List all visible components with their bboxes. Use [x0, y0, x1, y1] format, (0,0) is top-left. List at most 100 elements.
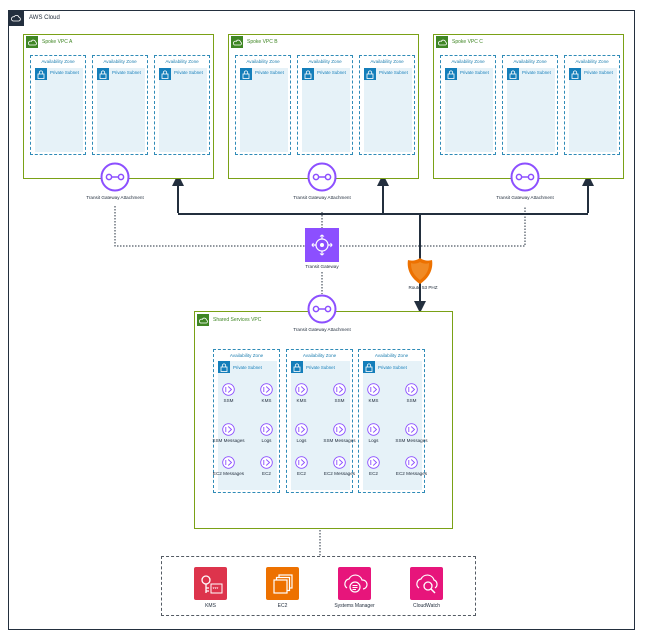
private-subnet-label: Private Subnet: [460, 70, 489, 75]
tgw-attachment-icon: [307, 162, 337, 192]
vpc-endpoint-label: SSM: [334, 398, 345, 403]
private-subnet-label: Private Subnet: [584, 70, 613, 75]
private-subnet-label: Private Subnet: [378, 365, 407, 370]
vpc-icon: [231, 36, 243, 48]
private-subnet-label: Private Subnet: [50, 70, 79, 75]
vpc-endpoint-label: EC2 Messages: [323, 471, 356, 476]
private-subnet-label: Private Subnet: [522, 70, 551, 75]
lock-icon: [97, 68, 109, 80]
availability-zone-label: Availability Zone: [513, 59, 547, 64]
vpc-endpoint-icon: [222, 383, 235, 396]
spoke-vpc-header: Spoke VPC A: [26, 36, 72, 48]
cloudwatch-icon: [410, 567, 443, 600]
spoke-vpc-title: Spoke VPC C: [452, 39, 483, 45]
availability-zone-label: Availability Zone: [229, 353, 264, 358]
lock-icon: [240, 68, 252, 80]
vpc-endpoint-icon: [333, 456, 346, 469]
vpc-endpoint-label: SSM Messages: [212, 438, 245, 443]
vpc-endpoint-icon: [295, 456, 308, 469]
route53-icon: [405, 256, 435, 286]
svg-text:***: ***: [212, 587, 218, 593]
vpc-endpoint-icon: [260, 456, 273, 469]
vpc-endpoint-label: KMS: [296, 398, 307, 403]
availability-zone-label: Availability Zone: [41, 59, 75, 64]
lock-icon: [35, 68, 47, 80]
private-subnet-label: Private Subnet: [174, 70, 203, 75]
aws-services-group: [161, 556, 476, 616]
private-subnet: Private Subnet: [159, 68, 207, 152]
vpc-endpoint-label: KMS: [368, 398, 379, 403]
tgw-attachment-icon: [307, 294, 337, 324]
vpc-endpoint-icon: [333, 383, 346, 396]
vpc-endpoint-icon: [295, 423, 308, 436]
vpc-endpoint-icon: [222, 456, 235, 469]
transit-gateway-label: Transit Gateway: [305, 264, 339, 269]
vpc-endpoint-label: EC2 Messages: [212, 471, 245, 476]
vpc-endpoint-label: SSM: [223, 398, 234, 403]
private-subnet: Private Subnet: [569, 68, 617, 152]
spoke-vpc-header: Spoke VPC B: [231, 36, 278, 48]
availability-zone-label: Availability Zone: [370, 59, 404, 64]
vpc-icon: [197, 314, 209, 326]
vpc-icon: [436, 36, 448, 48]
tgw-attachment-label: Transit Gateway Attachment: [293, 195, 351, 200]
vpc-endpoint-label: EC2: [262, 471, 271, 476]
shared-vpc-title: Shared Services VPC: [213, 317, 262, 323]
private-subnet-label: Private Subnet: [233, 365, 262, 370]
lock-icon: [364, 68, 376, 80]
availability-zone-label: Availability Zone: [103, 59, 137, 64]
availability-zone-label: Availability Zone: [575, 59, 609, 64]
spoke-vpc-header: Spoke VPC C: [436, 36, 483, 48]
private-subnet: Private Subnet: [240, 68, 288, 152]
aws-cloud-title: AWS Cloud: [29, 15, 60, 21]
vpc-endpoint-label: SSM: [406, 398, 417, 403]
vpc-endpoint-label: EC2: [369, 471, 378, 476]
vpc-endpoint-label: SSM Messages: [395, 438, 428, 443]
systems-manager-icon: [338, 567, 371, 600]
shared-vpc-header: Shared Services VPC: [197, 314, 261, 326]
vpc-endpoint-icon: [367, 383, 380, 396]
private-subnet: Private Subnet: [35, 68, 83, 152]
availability-zone-label: Availability Zone: [165, 59, 199, 64]
lock-icon: [445, 68, 457, 80]
transit-gateway-icon: [305, 228, 339, 262]
vpc-icon: [26, 36, 38, 48]
vpc-endpoint-label: Logs: [368, 438, 379, 443]
service-label: Systems Manager: [334, 603, 375, 609]
route53-label: Route 53 PHZ: [408, 285, 438, 290]
lock-icon: [507, 68, 519, 80]
spoke-vpc-title: Spoke VPC A: [42, 39, 73, 45]
availability-zone-label: Availability Zone: [374, 353, 409, 358]
private-subnet: Private Subnet: [507, 68, 555, 152]
private-subnet: Private Subnet: [445, 68, 493, 152]
tgw-attachment-icon: [100, 162, 130, 192]
private-subnet: Private Subnet: [97, 68, 145, 152]
ec2-icon: [266, 567, 299, 600]
private-subnet: Private Subnet: [302, 68, 350, 152]
availability-zone-label: Availability Zone: [451, 59, 485, 64]
lock-icon: [569, 68, 581, 80]
lock-icon: [363, 361, 375, 373]
service-label: KMS: [205, 603, 216, 609]
vpc-endpoint-label: EC2 Messages: [395, 471, 428, 476]
spoke-vpc-title: Spoke VPC B: [247, 39, 278, 45]
vpc-endpoint-icon: [260, 383, 273, 396]
lock-icon: [218, 361, 230, 373]
vpc-endpoint-icon: [295, 383, 308, 396]
availability-zone-label: Availability Zone: [246, 59, 280, 64]
aws-cloud-header: AWS Cloud: [8, 10, 60, 26]
availability-zone-label: Availability Zone: [302, 353, 337, 358]
private-subnet-label: Private Subnet: [317, 70, 346, 75]
vpc-endpoint-icon: [367, 456, 380, 469]
private-subnet-label: Private Subnet: [306, 365, 335, 370]
vpc-endpoint-icon: [260, 423, 273, 436]
vpc-endpoint-icon: [405, 456, 418, 469]
vpc-endpoint-icon: [333, 423, 346, 436]
